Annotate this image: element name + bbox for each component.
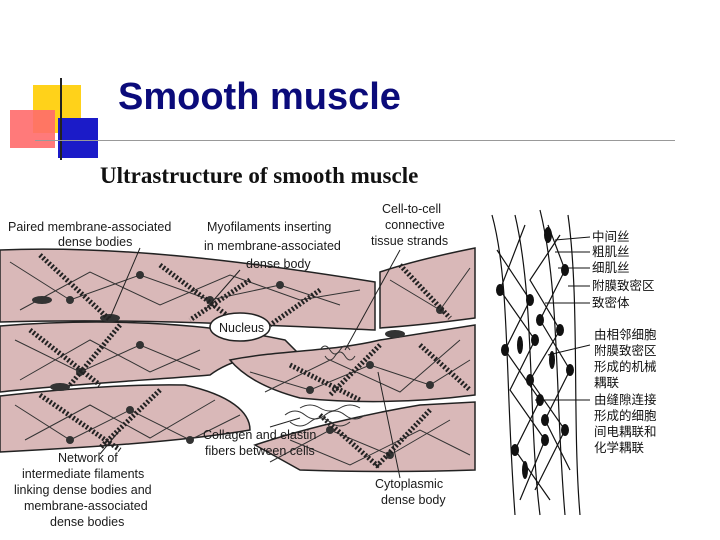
title-divider: [35, 140, 675, 141]
label-paired-dense-bodies: Paired membrane-associated dense bodies: [8, 220, 171, 319]
decor-red-square: [10, 110, 55, 148]
label-mechanical-coupling-2: 附膜致密区: [594, 343, 657, 358]
label-membrane-dense-area: 附膜致密区: [592, 278, 655, 293]
dense-bodies: [32, 271, 444, 459]
spindle-cell-diagram: [491, 209, 591, 516]
label-nucleus: Nucleus: [219, 321, 264, 335]
label-intermediate-filament: 中间丝: [592, 229, 630, 244]
svg-text:dense bodies: dense bodies: [50, 515, 124, 529]
svg-text:Paired membrane-associated: Paired membrane-associated: [8, 220, 171, 234]
label-gap-junction-2: 形成的细胞: [594, 408, 657, 423]
label-collagen-elastin: Collagen and elastin fibers between cell…: [203, 417, 316, 458]
label-thick-filament: 粗肌丝: [592, 244, 630, 259]
svg-text:connective: connective: [385, 218, 445, 232]
label-myofilaments: Myofilaments inserting in membrane-assoc…: [204, 220, 341, 311]
svg-text:dense body: dense body: [246, 257, 311, 271]
svg-text:fibers between cells: fibers between cells: [205, 444, 315, 458]
label-mechanical-coupling-4: 耦联: [594, 375, 620, 390]
svg-text:Collagen and elastin: Collagen and elastin: [203, 428, 316, 442]
label-dense-body: 致密体: [592, 295, 630, 310]
myofilament-bundles: [28, 253, 472, 470]
label-mechanical-coupling-1: 由相邻细胞: [594, 327, 657, 342]
svg-text:membrane-associated: membrane-associated: [24, 499, 148, 513]
label-mechanical-coupling-3: 形成的机械: [594, 359, 657, 374]
svg-text:dense bodies: dense bodies: [58, 235, 132, 249]
svg-text:Cell-to-cell: Cell-to-cell: [382, 202, 441, 216]
decor-blue-square: [58, 118, 98, 158]
smooth-muscle-cell-diagram: [0, 247, 476, 473]
svg-text:Cytoplasmic: Cytoplasmic: [375, 477, 443, 491]
svg-text:linking dense bodies and: linking dense bodies and: [14, 483, 152, 497]
svg-text:Myofilaments inserting: Myofilaments inserting: [207, 220, 331, 234]
svg-text:intermediate filaments: intermediate filaments: [22, 467, 144, 481]
label-gap-junction-3: 间电耦联和: [594, 424, 657, 439]
label-thin-filament: 细肌丝: [592, 260, 630, 275]
chinese-labels: 中间丝 粗肌丝 细肌丝 附膜致密区 致密体 由相邻细胞 附膜致密区 形成的机械 …: [592, 229, 657, 455]
svg-text:tissue strands: tissue strands: [371, 234, 448, 248]
svg-text:in membrane-associated: in membrane-associated: [204, 239, 341, 253]
slide-title: Smooth muscle: [118, 76, 401, 118]
slide-subtitle: Ultrastructure of smooth muscle: [100, 163, 419, 188]
muscle-cell-right: [228, 324, 476, 403]
label-gap-junction-1: 由缝隙连接: [594, 392, 657, 407]
svg-text:Network of: Network of: [58, 451, 118, 465]
label-filament-network: Network of intermediate filaments linkin…: [14, 429, 152, 529]
svg-text:dense body: dense body: [381, 493, 446, 507]
nucleus-shape: [209, 312, 271, 342]
label-cell-to-cell-strands: Cell-to-cell connective tissue strands: [344, 202, 448, 351]
label-cytoplasmic-dense-body: Cytoplasmic dense body: [375, 371, 446, 507]
decor-vertical-line: [60, 78, 62, 160]
label-gap-junction-4: 化学耦联: [594, 440, 645, 455]
collagen-elastin-fibers: [284, 345, 366, 427]
